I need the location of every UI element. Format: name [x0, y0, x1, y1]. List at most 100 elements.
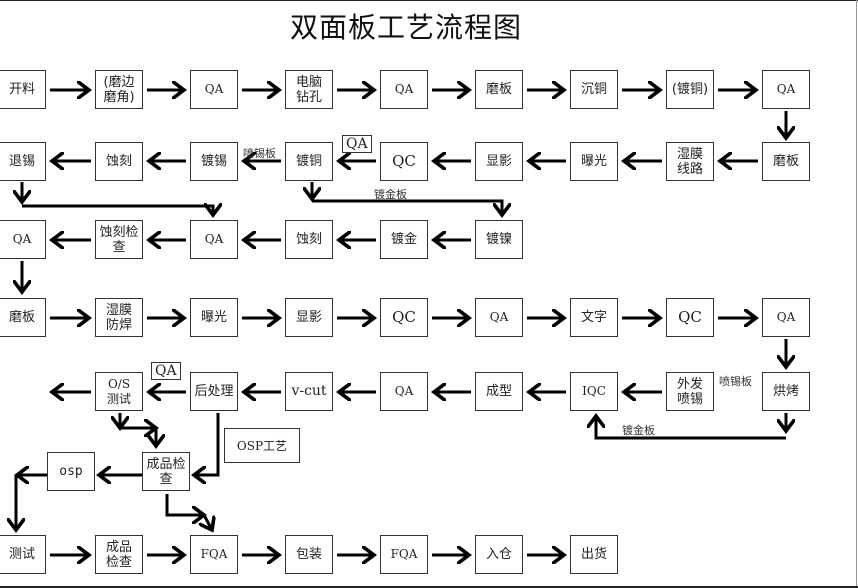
node-qa: QA [475, 298, 523, 337]
node-label: QC [392, 308, 416, 326]
flow-arrow [165, 494, 204, 515]
node-v-cut: v-cut [285, 372, 333, 411]
node-label: QA [394, 384, 414, 398]
node-label: 湿膜 线路 [676, 146, 703, 177]
qa-tag: QA [151, 362, 181, 380]
node-tin-stripping: 退锡 [0, 142, 46, 181]
node-label: FQA [390, 547, 418, 561]
node-qa: QA [380, 70, 428, 109]
node-label: 测试 [8, 547, 35, 562]
node-label: (镀铜) [671, 82, 709, 97]
node-qa: QA [762, 298, 810, 337]
node-label: IQC [582, 384, 606, 398]
branch-label-tin-board: 喷锡板 [719, 375, 752, 388]
node-baking: 烘烤 [762, 372, 810, 411]
node-testing: 测试 [0, 535, 46, 574]
node-label: 成品 检查 [105, 539, 132, 570]
node-shipping: 出货 [570, 535, 618, 574]
node-label: 湿膜 防焊 [105, 302, 132, 333]
node-label: QA [204, 82, 224, 96]
node-label: 镀铜 [295, 154, 322, 169]
node-label: 蚀刻检 查 [99, 224, 139, 255]
node-qc: QC [380, 298, 428, 337]
node-label: (磨边 磨角) [103, 74, 135, 105]
node-label: QA [776, 310, 796, 324]
branch-label-gold-board: 镀金板 [622, 424, 655, 437]
node-label: 包装 [295, 547, 322, 562]
node-label: 显影 [295, 310, 322, 325]
node-iqc: IQC [570, 372, 618, 411]
node-qa: QA [762, 70, 810, 109]
node-final-inspection: 成品检 查 [142, 452, 190, 491]
node-label: 沉铜 [580, 82, 607, 97]
node-label: 成品检 查 [146, 456, 186, 487]
frame-right-border [856, 0, 857, 588]
node-label: QA [204, 232, 224, 246]
node-label: osp [59, 464, 83, 479]
branch-label-tin-board: 喷锡板 [243, 147, 276, 160]
node-label: QA [394, 82, 414, 96]
node-qa: QA [380, 372, 428, 411]
node-label: QA [776, 82, 796, 96]
node-exposure: 曝光 [190, 298, 238, 337]
node-label: 烘烤 [772, 384, 799, 399]
node-cutting: 开料 [0, 70, 46, 109]
node-cnc-drilling: 电脑 钻孔 [285, 70, 333, 109]
node-label: 镀镍 [485, 232, 512, 247]
node-label: 曝光 [200, 310, 227, 325]
node-qa: QA [0, 220, 46, 259]
node-wet-film-circuit: 湿膜 线路 [666, 142, 714, 181]
node-qa: QA [190, 70, 238, 109]
node-label: 电脑 钻孔 [295, 74, 322, 105]
page-title: 双面板工艺流程图 [289, 11, 522, 44]
node-label: 镀金 [390, 232, 417, 247]
node-fqa: FQA [380, 535, 428, 574]
node-label: 蚀刻 [105, 154, 132, 169]
flow-arrow [22, 206, 213, 215]
node-routing: 成型 [475, 372, 523, 411]
node-label: 后处理 [194, 384, 234, 399]
node-label: QA [489, 310, 509, 324]
node-label: 曝光 [580, 154, 607, 169]
node-label: 文字 [580, 310, 607, 325]
node-label: QC [678, 308, 702, 326]
node-osp: osp [47, 452, 95, 491]
node-label: 蚀刻 [295, 232, 322, 247]
node-board-grinding: 磨板 [0, 298, 46, 337]
node-label: 开料 [8, 82, 35, 97]
node-label: 退锡 [8, 154, 35, 169]
node-developing: 显影 [285, 298, 333, 337]
node-qa: QA [190, 220, 238, 259]
node-qc: QC [666, 298, 714, 337]
flow-arrow [204, 514, 212, 530]
node-label: QC [392, 152, 416, 170]
node-label: 成型 [485, 384, 512, 399]
node-etching: 蚀刻 [285, 220, 333, 259]
node-label: 外发 喷锡 [676, 376, 703, 407]
node-label: QA [12, 232, 32, 246]
node-copper-plating: 镀铜 [285, 142, 333, 181]
node-label: FQA [200, 547, 228, 561]
node-label: 磨板 [772, 154, 799, 169]
node-edge-grinding: (磨边 磨角) [95, 70, 143, 109]
node-gold-plating: 镀金 [380, 220, 428, 259]
qa-tag: QA [342, 135, 372, 153]
node-label: 入仓 [485, 547, 512, 562]
node-warehousing: 入仓 [475, 535, 523, 574]
node-label: v-cut [291, 383, 327, 399]
node-qc: QC [380, 142, 428, 181]
node-final-inspection: 成品 检查 [95, 535, 143, 574]
node-electroless-copper: 沉铜 [570, 70, 618, 109]
node-label: 出货 [580, 547, 607, 562]
node-packaging: 包装 [285, 535, 333, 574]
frame-top-border [0, 0, 858, 1]
flow-arrow [312, 199, 502, 215]
flow-arrow [194, 413, 220, 475]
node-etching-inspection: 蚀刻检 查 [95, 220, 143, 259]
flow-arrow [596, 416, 786, 440]
node-copper-plating: (镀铜) [666, 70, 714, 109]
node-wet-film-soldermask: 湿膜 防焊 [95, 298, 143, 337]
node-etching: 蚀刻 [95, 142, 143, 181]
node-label: 镀锡 [200, 154, 227, 169]
